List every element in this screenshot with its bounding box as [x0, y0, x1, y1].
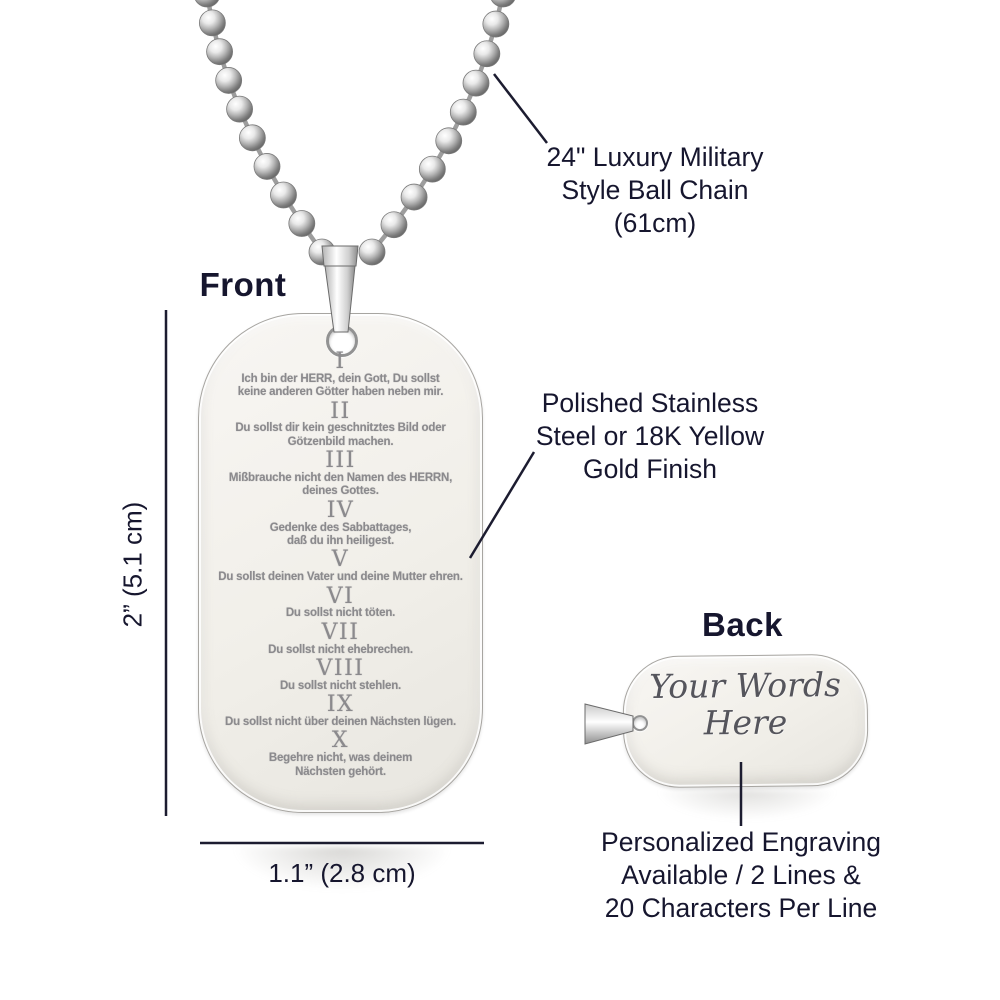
commandment-numeral: V — [331, 547, 350, 573]
height-dimension-label: 2” (5.1 cm) — [117, 501, 148, 628]
commandment-text: Du sollst deinen Vater und deine Mutter … — [218, 571, 463, 584]
commandment-numeral: I — [335, 349, 346, 374]
commandment-numeral: VI — [326, 583, 355, 609]
commandment-text: Mißbrauche nicht den Namen des HERRN, de… — [228, 472, 453, 498]
back-dog-tag: Your Words Here — [622, 653, 869, 789]
finish-annotation: Polished Stainless Steel or 18K Yellow G… — [535, 388, 765, 484]
commandment-text: Begehre nicht, was deinem Nächsten gehör… — [268, 752, 413, 778]
back-label: Back — [702, 606, 783, 643]
chain-leader-line — [493, 73, 548, 144]
commandment-text: Du sollst nicht töten. — [285, 607, 396, 620]
engraving-annotation: Personalized Engraving Available / 2 Lin… — [601, 827, 881, 923]
commandment-numeral: II — [330, 398, 351, 424]
back-tag-reflection — [632, 790, 862, 830]
front-label: Front — [199, 266, 287, 303]
commandment-numeral: IV — [326, 497, 355, 523]
width-dimension-label: 1.1” (2.8 cm) — [268, 858, 416, 888]
commandment-text: Du sollst nicht stehlen. — [279, 679, 402, 692]
commandment-text: Gedenke des Sabbattages, daß du ihn heil… — [269, 521, 412, 548]
commandment-numeral: III — [325, 448, 356, 474]
commandment-numeral: X — [331, 728, 350, 754]
commandment-text: Ich bin der HERR, dein Gott, Du sollst k… — [237, 372, 444, 399]
commandment-numeral: VIII — [316, 656, 365, 682]
commandment-text: Du sollst nicht ehebrechen. — [268, 643, 413, 656]
commandment-text: Du sollst dir kein geschnitztes Bild ode… — [235, 422, 446, 448]
commandment-text: Du sollst nicht über deinen Nächsten lüg… — [224, 716, 456, 729]
commandment-numeral: IX — [326, 692, 355, 718]
back-engraving-placeholder: Your Words Here — [649, 664, 842, 743]
ball-chain — [195, 0, 515, 266]
commandment-numeral: VII — [321, 619, 360, 645]
chain-annotation: 24" Luxury Military Style Ball Chain (61… — [546, 142, 764, 238]
